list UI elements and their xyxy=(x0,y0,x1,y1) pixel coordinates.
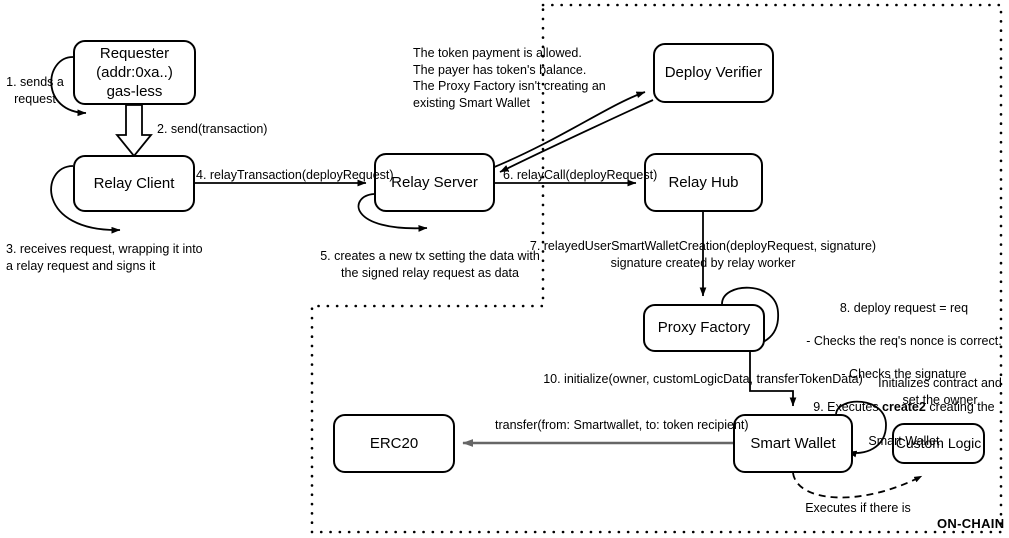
node-erc20-label: ERC20 xyxy=(369,434,419,452)
label-step-8-line-2: - Checks the req's nonce is correct. xyxy=(806,333,1002,348)
arrow-relay-server-self xyxy=(357,193,428,232)
label-step-8-9: 8. deploy request = req - Checks the req… xyxy=(786,283,1008,466)
arrow-relay-client-self xyxy=(50,165,121,234)
label-step-7: 7. relayedUserSmartWalletCreation(deploy… xyxy=(529,239,877,270)
label-executes-if-there-is: Executes if there is xyxy=(805,501,911,515)
node-proxy-factory-label: Proxy Factory xyxy=(657,319,751,337)
arrow-proxy-factory-to-smart-wallet xyxy=(749,352,797,407)
label-step-6: 6. relayCall(deployRequest) xyxy=(503,168,658,182)
label-step-10: 10. initialize(owner, customLogicData, t… xyxy=(543,372,863,386)
label-deploy-verifier-note: The token payment is allowed. The payer … xyxy=(413,46,606,110)
label-on-chain: ON-CHAIN xyxy=(937,516,1005,531)
label-step-2: 2. send(transaction) xyxy=(157,122,268,136)
label-step-1: 1. sends a request xyxy=(6,75,64,106)
arrow-deploy-verifier-to-relay-server xyxy=(499,99,654,173)
node-custom-logic-label: Custom Logic xyxy=(895,434,982,451)
node-deploy-verifier-label: Deploy Verifier xyxy=(664,64,763,82)
label-step-9-create2: create2 xyxy=(882,400,926,415)
label-transfer: transfer(from: Smartwallet, to: token re… xyxy=(495,418,749,432)
arrow-requester-to-relay-client xyxy=(115,104,153,158)
node-requester[interactable]: Requester(addr:0xa..)gas-less xyxy=(73,40,196,105)
node-relay-hub-label: Relay Hub xyxy=(668,173,739,191)
node-erc20[interactable]: ERC20 xyxy=(333,414,455,473)
node-smart-wallet-label: Smart Wallet xyxy=(750,434,836,452)
node-relay-client[interactable]: Relay Client xyxy=(73,155,195,212)
label-step-8-line-3: - Checks the signature xyxy=(841,367,967,382)
node-requester-label: Requester(addr:0xa..)gas-less xyxy=(96,44,173,101)
arrow-relay-server-to-deploy-verifier xyxy=(491,91,646,169)
label-step-9-line-2: Smart Wallet xyxy=(868,433,940,448)
node-proxy-factory[interactable]: Proxy Factory xyxy=(643,304,765,352)
label-step-4: 4. relayTransaction(deployRequest) xyxy=(196,168,394,182)
label-initializes-contract: Initializes contract and set the owner xyxy=(878,376,1002,407)
node-relay-client-label: Relay Client xyxy=(93,174,175,192)
node-custom-logic[interactable]: Custom Logic xyxy=(892,423,985,464)
label-step-5: 5. creates a new tx setting the data wit… xyxy=(320,249,540,280)
arrow-smart-wallet-self xyxy=(835,400,887,458)
label-step-9-prefix: 9. Executes xyxy=(813,400,883,415)
node-relay-server-label: Relay Server xyxy=(391,173,478,191)
node-relay-hub[interactable]: Relay Hub xyxy=(644,153,763,212)
on-chain-boundary xyxy=(310,3,1003,534)
node-relay-server[interactable]: Relay Server xyxy=(374,153,495,212)
label-step-3: 3. receives request, wrapping it into a … xyxy=(6,242,203,273)
arrow-requester-self xyxy=(50,56,87,117)
node-smart-wallet[interactable]: Smart Wallet xyxy=(733,414,853,473)
arrow-smart-wallet-to-custom-logic xyxy=(792,472,923,499)
label-step-8-line-1: 8. deploy request = req xyxy=(839,300,969,315)
label-step-9-suffix: creating the xyxy=(925,400,995,415)
node-deploy-verifier[interactable]: Deploy Verifier xyxy=(653,43,774,103)
